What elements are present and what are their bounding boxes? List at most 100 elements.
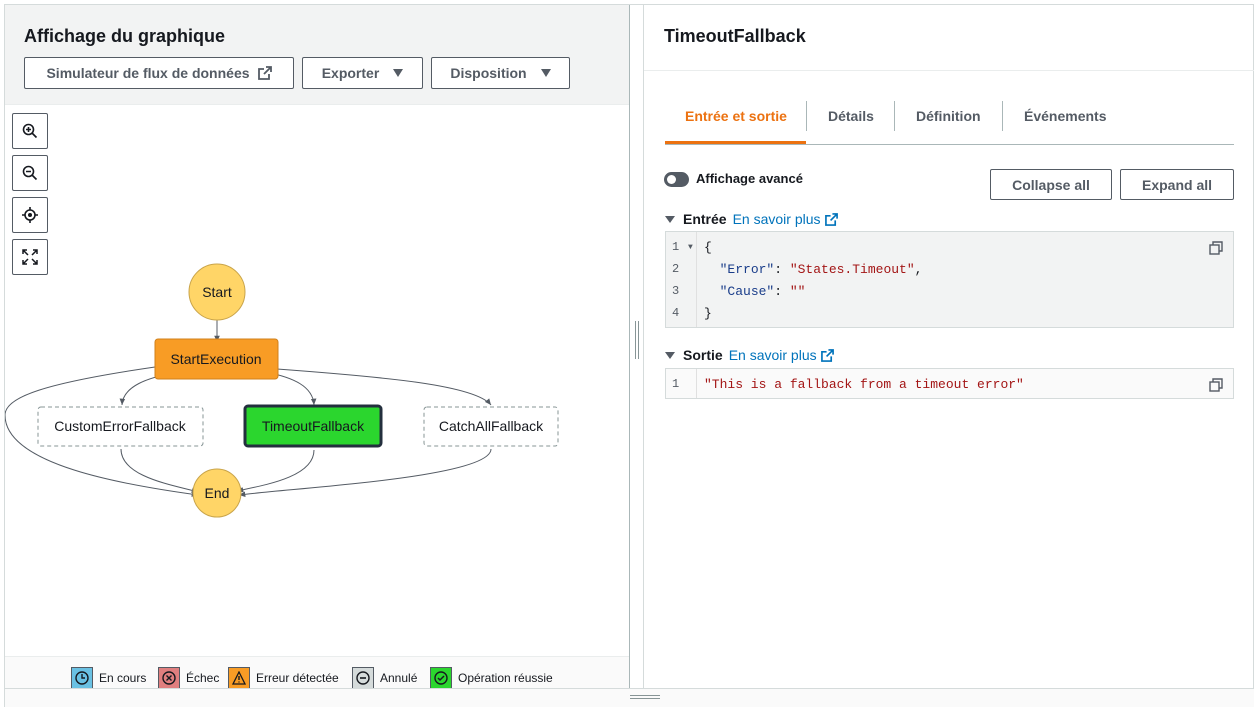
data-flow-simulator-button[interactable]: Simulateur de flux de données [24,57,294,89]
legend-item-failed: Échec [158,667,219,689]
graph-panel: Affichage du graphique Simulateur de flu… [5,5,630,689]
node-customerrorfallback-label: CustomErrorFallback [54,418,186,434]
copy-icon[interactable] [1209,241,1223,255]
advanced-view-toggle[interactable] [664,172,689,187]
layout-button-label: Disposition [450,65,527,81]
warning-icon [228,667,250,689]
simulator-button-label: Simulateur de flux de données [46,65,250,81]
output-learn-more-label: En savoir plus [728,347,817,363]
graph-panel-header: Affichage du graphique Simulateur de flu… [5,5,630,105]
node-catchallfallback[interactable]: CatchAllFallback [423,406,559,447]
line-number: 1 [672,377,680,391]
caret-down-icon [540,69,551,77]
line-number: 3 [672,284,680,298]
edge-customerrorfallback-to-end [120,448,199,493]
output-section-title: Sortie [683,347,723,363]
code-line: } [704,306,712,321]
tab-definition[interactable]: Définition [916,108,981,124]
line-number: 1 [672,240,680,254]
zoom-in-icon [22,123,38,139]
json-key: "Cause" [719,284,775,299]
node-customerrorfallback[interactable]: CustomErrorFallback [37,406,204,447]
panel-resize-handle[interactable] [629,5,644,688]
legend-item-caught-error: Erreur détectée [228,667,339,689]
tab-separator [894,101,895,131]
external-link-icon [257,66,272,80]
legend-label: Annulé [380,671,418,685]
app-frame: Affichage du graphique Simulateur de flu… [4,4,1254,707]
legend-label: Échec [186,671,220,685]
legend-item-succeeded: Opération réussie [430,667,553,689]
resize-grip-icon [635,321,639,359]
output-section-header[interactable]: Sortie En savoir plus [665,347,834,363]
code-line: "Cause": "" [719,284,806,299]
tab-events[interactable]: Événements [1024,108,1107,124]
advanced-view-label: Affichage avancé [696,171,803,186]
clock-icon [71,667,93,689]
zoom-out-icon [22,165,38,181]
details-tabs: Entrée et sortie Détails Définition Évén… [665,101,1234,145]
json-comma: , [914,262,923,277]
details-panel: TimeoutFallback Entrée et sortie Détails… [644,5,1254,688]
check-circle-icon [430,667,452,689]
edge-startexecution-to-end [5,366,199,497]
json-key: "Error" [719,262,775,277]
legend-item-in-progress: En cours [71,667,146,689]
tab-details[interactable]: Détails [828,108,874,124]
line-number: 4 [672,306,680,320]
expand-all-button[interactable]: Expand all [1120,169,1234,200]
input-learn-more-link[interactable]: En savoir plus [733,211,838,227]
json-value: "" [789,284,806,299]
details-panel-header: TimeoutFallback [644,5,1254,71]
tab-input-output[interactable]: Entrée et sortie [685,108,787,124]
input-section-title: Entrée [683,211,727,227]
input-section-header[interactable]: Entrée En savoir plus [665,211,838,227]
output-json-viewer[interactable]: 1 "This is a fallback from a timeout err… [665,368,1234,399]
minus-circle-icon [352,667,374,689]
caret-down-icon [665,215,675,223]
node-start-label: Start [202,284,232,300]
center-icon [22,207,38,223]
caret-down-icon [393,69,404,77]
export-dropdown-button[interactable]: Exporter [302,57,423,89]
node-startexecution[interactable]: StartExecution [154,338,279,380]
edge-timeoutfallback-to-end [236,449,315,493]
legend-label: En cours [99,671,147,685]
edge-to-catchallfallback [276,368,492,406]
fit-to-view-button[interactable] [12,239,48,275]
node-timeoutfallback[interactable]: TimeoutFallback [243,404,383,448]
zoom-in-button[interactable] [12,113,48,149]
active-tab-indicator [665,141,806,144]
external-link-icon [824,212,838,226]
legend-item-aborted: Annulé [352,667,417,689]
zoom-out-button[interactable] [12,155,48,191]
details-panel-title: TimeoutFallback [664,26,806,46]
node-end[interactable]: End [192,468,242,518]
layout-dropdown-button[interactable]: Disposition [431,57,570,89]
collapse-all-button[interactable]: Collapse all [990,169,1112,200]
node-end-label: End [205,485,230,501]
fold-caret-icon[interactable]: ▼ [688,243,693,252]
tab-separator [806,101,807,131]
export-button-label: Exporter [321,65,380,81]
center-graph-button[interactable] [12,197,48,233]
legend-label: Erreur détectée [256,671,339,685]
line-number-gutter [666,369,697,398]
code-line: { [704,240,712,255]
line-number: 2 [672,262,680,276]
copy-icon[interactable] [1209,378,1223,392]
json-value: "States.Timeout" [789,262,915,277]
bottom-resize-bar[interactable] [5,688,1254,707]
input-json-viewer[interactable]: 1 ▼ { 2 "Error": "States.Timeout", 3 "Ca… [665,231,1234,328]
edge-catchallfallback-to-end [238,448,492,498]
node-timeoutfallback-label: TimeoutFallback [262,418,365,434]
state-machine-graph[interactable]: Start StartExecution CustomErrorFallback… [5,105,630,655]
x-circle-icon [158,667,180,689]
graph-panel-title: Affichage du graphique [24,26,226,46]
graph-edges [5,318,492,498]
output-learn-more-link[interactable]: En savoir plus [729,347,834,363]
node-start[interactable]: Start [188,263,246,321]
node-catchallfallback-label: CatchAllFallback [439,418,544,434]
code-line: "Error": "States.Timeout", [719,262,923,277]
fit-icon [22,249,38,265]
